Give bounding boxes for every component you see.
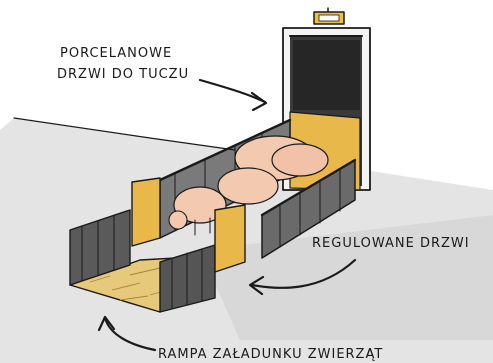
label-loading-ramp: RAMPA ZAŁADUNKU ZWIERZĄT [158, 347, 383, 362]
right-corridor-wall [260, 158, 357, 259]
label-adjustable-door: REGULOWANE DRZWI [312, 236, 470, 251]
adjustable-door [214, 204, 246, 273]
pig-group [168, 135, 329, 236]
curved-arrow-icon [103, 316, 157, 352]
label-porcelain-door-line2: DRZWI DO TUCZU [57, 67, 189, 82]
yellow-panel-ramp-left [131, 177, 161, 247]
curved-arrow-icon [198, 78, 267, 104]
arrow-head-adjustable [248, 275, 265, 296]
curved-arrow-icon [250, 258, 357, 289]
ramp-gate-left [69, 209, 131, 286]
exit-sign-icon [313, 7, 345, 25]
ramp-gate-front [159, 244, 216, 313]
background-fence [13, 117, 236, 151]
arrow-head-ramp [97, 315, 116, 332]
arrow-head-door [250, 91, 268, 112]
label-porcelain-door-line1: PORCELANOWE [60, 46, 172, 61]
